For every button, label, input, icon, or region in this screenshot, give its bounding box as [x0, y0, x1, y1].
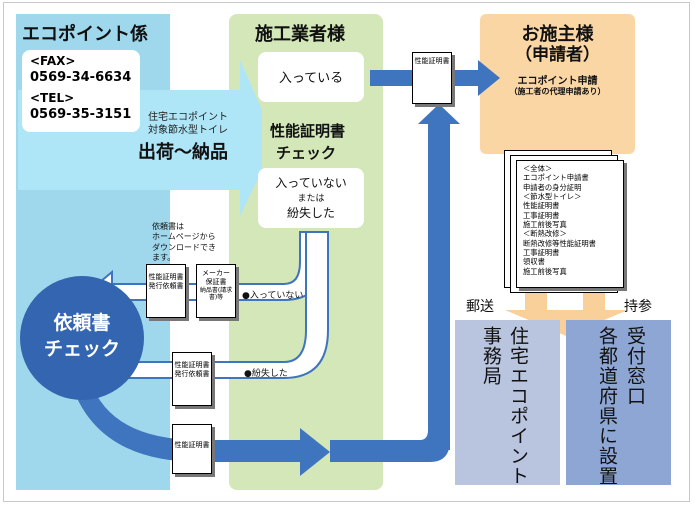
maker-doc: メーカー 保証書 納品書(請求書)等 — [196, 264, 236, 318]
request-check-line1: 依頼書 — [53, 312, 111, 334]
contractor-title: 施工業者様 — [255, 24, 345, 45]
not-included-line2: または — [297, 194, 325, 204]
request-form-line2: 発行依頼書 — [148, 281, 184, 290]
request-form-doc-2: 性能証明書 発行依頼書 — [172, 352, 212, 406]
mail-destination-box — [455, 320, 560, 485]
not-included-line1: 入っていない — [275, 176, 347, 190]
doc-list-item: 断熱改修等性能証明書 — [523, 238, 596, 248]
fax-number: 0569-34-6634 — [30, 70, 132, 85]
maker-line2: 保証書 — [205, 277, 227, 286]
download-note-line: ホームページから — [152, 232, 216, 242]
bottom-flow — [70, 380, 330, 476]
eco-note-line1: 住宅エコポイント — [148, 112, 228, 123]
cert-doc-top-label: 性能証明書 — [414, 57, 450, 65]
diagram-frame — [3, 2, 690, 502]
owner-subtitle-line2: （施工者の代理申請あり） — [509, 87, 606, 96]
bring-label: 持参 — [624, 299, 652, 315]
doc-list-item: 性能証明書 — [523, 201, 560, 211]
download-note-line: 依頼書は — [152, 222, 184, 231]
orange-arrow-shaft-right — [583, 288, 605, 316]
mail-label: 郵送 — [466, 299, 494, 315]
request-form-line1: 性能証明書 — [148, 273, 184, 281]
doc-list-item: エコポイント申請書 — [523, 173, 589, 183]
doc-list-item: 工事証明書 — [523, 210, 560, 220]
request-check-circle — [20, 276, 144, 400]
check-line2: チェック — [276, 144, 337, 162]
mail-box-col2: 事務局 — [480, 326, 502, 386]
doc-list-item: ＜節水型トイレ＞ — [523, 191, 582, 201]
included-box: 入っている — [258, 52, 364, 102]
included-label: 入っている — [278, 71, 344, 86]
eco-title: エコポイント係 — [22, 24, 148, 45]
fax-label: <FAX> — [30, 54, 76, 68]
request-form2-line1: 性能証明書 — [174, 361, 210, 369]
riser-bottom — [330, 420, 450, 462]
download-note-line: ダウンロードでき — [152, 242, 216, 252]
cert-doc-bottom-label: 性能証明書 — [174, 441, 210, 449]
cert-doc-top: 性能証明書 — [412, 52, 452, 104]
download-note: 依頼書は ホームページから ダウンロードでき ます。 — [152, 222, 216, 264]
request-check-line2: チェック — [43, 338, 120, 360]
doc-list-item: ＜断熱改修＞ — [523, 229, 567, 239]
owner-panel — [480, 14, 635, 154]
eco-note-line2: 対象節水型トイレ — [148, 125, 228, 136]
tel-label: <TEL> — [30, 91, 75, 105]
lost-label: ●紛失した — [244, 369, 288, 379]
owner-subtitle-line1: エコポイント申請 — [517, 76, 598, 87]
doc-list-item: 施工前後写真 — [523, 219, 567, 229]
maker-line3: 納品書(請求書)等 — [199, 286, 233, 302]
doc-list-item: 工事証明書 — [523, 247, 560, 257]
tel-number: 0569-35-3151 — [30, 107, 132, 122]
riser-shaft — [428, 120, 450, 450]
maker-line1: メーカー — [202, 269, 230, 277]
orange-arrow-shaft-left — [525, 288, 547, 316]
doc-list-item: 施工前後写真 — [523, 266, 567, 276]
owner-title-line2: （申請者） — [515, 45, 600, 65]
bring-destination-box — [566, 320, 671, 485]
mail-box-col1: 住宅エコポイント — [507, 326, 529, 486]
not-included-box: 入っていない または 紛失した — [258, 168, 364, 228]
not-included-label: ●入っていない — [242, 291, 304, 301]
request-form-doc: 性能証明書 発行依頼書 — [146, 264, 186, 318]
eco-contact-box — [22, 50, 140, 132]
cert-doc-bottom: 性能証明書 — [172, 424, 212, 474]
doc-list-item: 領収書 — [523, 257, 545, 267]
arrow-to-owner-head — [478, 60, 500, 96]
doc-list-item: ＜全体＞ — [523, 164, 553, 173]
check-line1: 性能証明書 — [270, 122, 346, 140]
bring-box-col2: 各都道府県に設置 — [596, 326, 618, 486]
doc-list-item: 申請者の身分証明 — [523, 182, 582, 192]
not-included-line3: 紛失した — [286, 206, 335, 220]
shipping-label: 出荷～納品 — [138, 142, 228, 163]
owner-title-line1: お施主様 — [521, 24, 594, 45]
request-form2-line2: 発行依頼書 — [174, 369, 210, 378]
download-note-line: ます。 — [152, 253, 176, 263]
document-list: ＜全体＞ エコポイント申請書 申請者の身分証明 ＜節水型トイレ＞ 性能証明書 工… — [516, 160, 624, 288]
riser-head — [418, 104, 460, 124]
bring-box-col1: 受付窓口 — [624, 326, 646, 406]
